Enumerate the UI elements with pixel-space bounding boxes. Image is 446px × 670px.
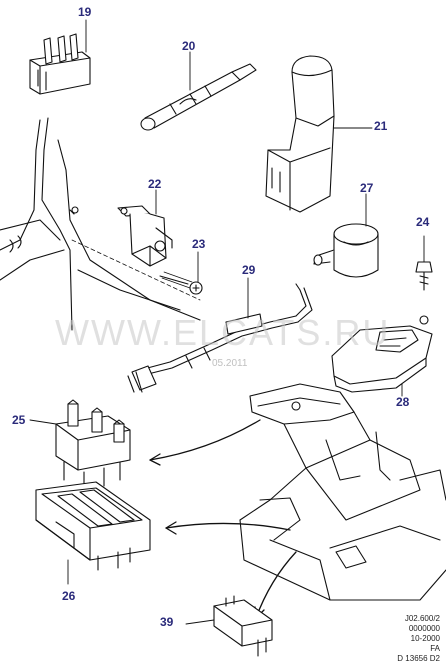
body-panel-left bbox=[0, 117, 201, 331]
part-25-switch-block bbox=[29, 399, 131, 491]
part-21-boot bbox=[265, 55, 373, 213]
part-29-harness bbox=[127, 277, 313, 393]
doc-ref-line-2: 0000000 bbox=[408, 624, 440, 633]
part-39-module bbox=[185, 595, 273, 657]
part-20-lamp-holder bbox=[140, 51, 257, 131]
part-22-door-switch bbox=[117, 189, 173, 267]
document-reference: J02.600/2 0000000 10-2000 FA D 13656 D2 bbox=[397, 614, 440, 664]
callout-23: 23 bbox=[192, 237, 206, 251]
watermark-text: WWW.ELCATS.RU bbox=[55, 312, 391, 353]
part-28-housing bbox=[331, 315, 433, 397]
callout-25: 25 bbox=[12, 413, 26, 427]
callout-24: 24 bbox=[416, 215, 430, 229]
part-26-switch-panel bbox=[35, 481, 151, 585]
callout-39: 39 bbox=[160, 615, 174, 629]
doc-ref-line-5: D 13656 D2 bbox=[397, 654, 440, 663]
part-24-screw bbox=[415, 235, 433, 291]
doc-ref-line-1: J02.600/2 bbox=[404, 614, 440, 623]
callout-22: 22 bbox=[148, 177, 162, 191]
callout-21: 21 bbox=[374, 119, 388, 133]
part-27-actuator bbox=[313, 193, 379, 278]
vehicle-rear-hatch bbox=[239, 383, 446, 601]
callout-19: 19 bbox=[78, 5, 92, 19]
callout-20: 20 bbox=[182, 39, 196, 53]
callout-29: 29 bbox=[242, 263, 256, 277]
part-19-connector bbox=[29, 19, 91, 95]
callout-27: 27 bbox=[360, 181, 374, 195]
leader-arrows bbox=[149, 419, 297, 619]
doc-ref-line-4: FA bbox=[430, 644, 440, 653]
callout-28: 28 bbox=[396, 395, 410, 409]
callout-26: 26 bbox=[62, 589, 76, 603]
watermark-date: 05.2011 bbox=[212, 358, 248, 369]
doc-ref-line-3: 10-2000 bbox=[410, 634, 440, 643]
part-23-screw bbox=[159, 251, 203, 295]
